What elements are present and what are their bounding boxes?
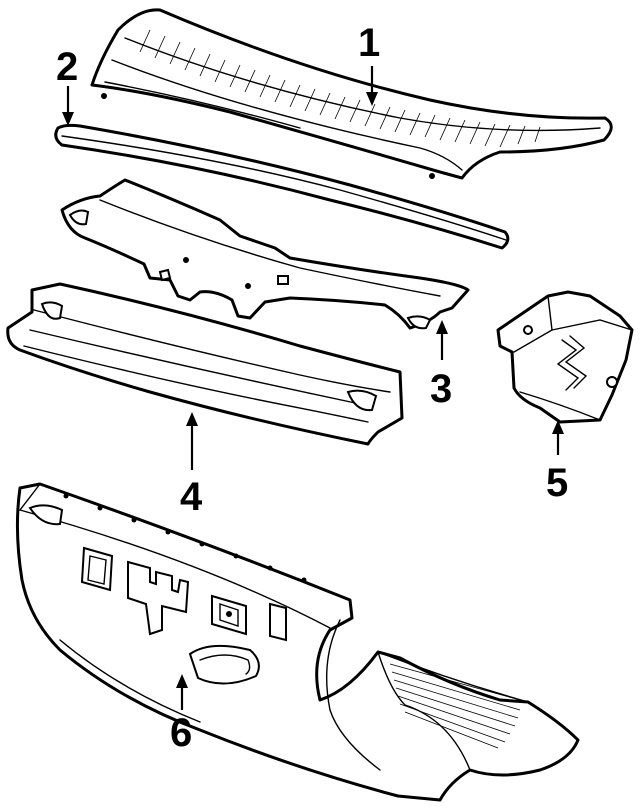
callout-1: 1 [358, 21, 380, 65]
part-3-cowl-panel [60, 178, 470, 330]
part-2-seal [54, 123, 510, 250]
callout-3: 3 [430, 367, 452, 411]
callout-6: 6 [170, 711, 192, 755]
part-5-bracket [496, 290, 634, 424]
callout-4: 4 [180, 475, 203, 519]
arrowhead-3 [436, 320, 448, 334]
arrowhead-1 [366, 92, 378, 106]
callout-5: 5 [546, 461, 568, 505]
part-4-support-bar [6, 282, 404, 446]
callout-2: 2 [56, 45, 78, 89]
callout-labels: 1 2 3 4 5 6 [56, 21, 568, 755]
arrowhead-6 [176, 674, 188, 688]
callout-leaders [62, 66, 564, 710]
arrowhead-5 [552, 420, 564, 434]
part-1-cowl-grille [90, 8, 613, 180]
arrowhead-2 [62, 112, 74, 126]
arrowhead-4 [186, 412, 198, 426]
part-6-dash-panel [15, 482, 580, 802]
